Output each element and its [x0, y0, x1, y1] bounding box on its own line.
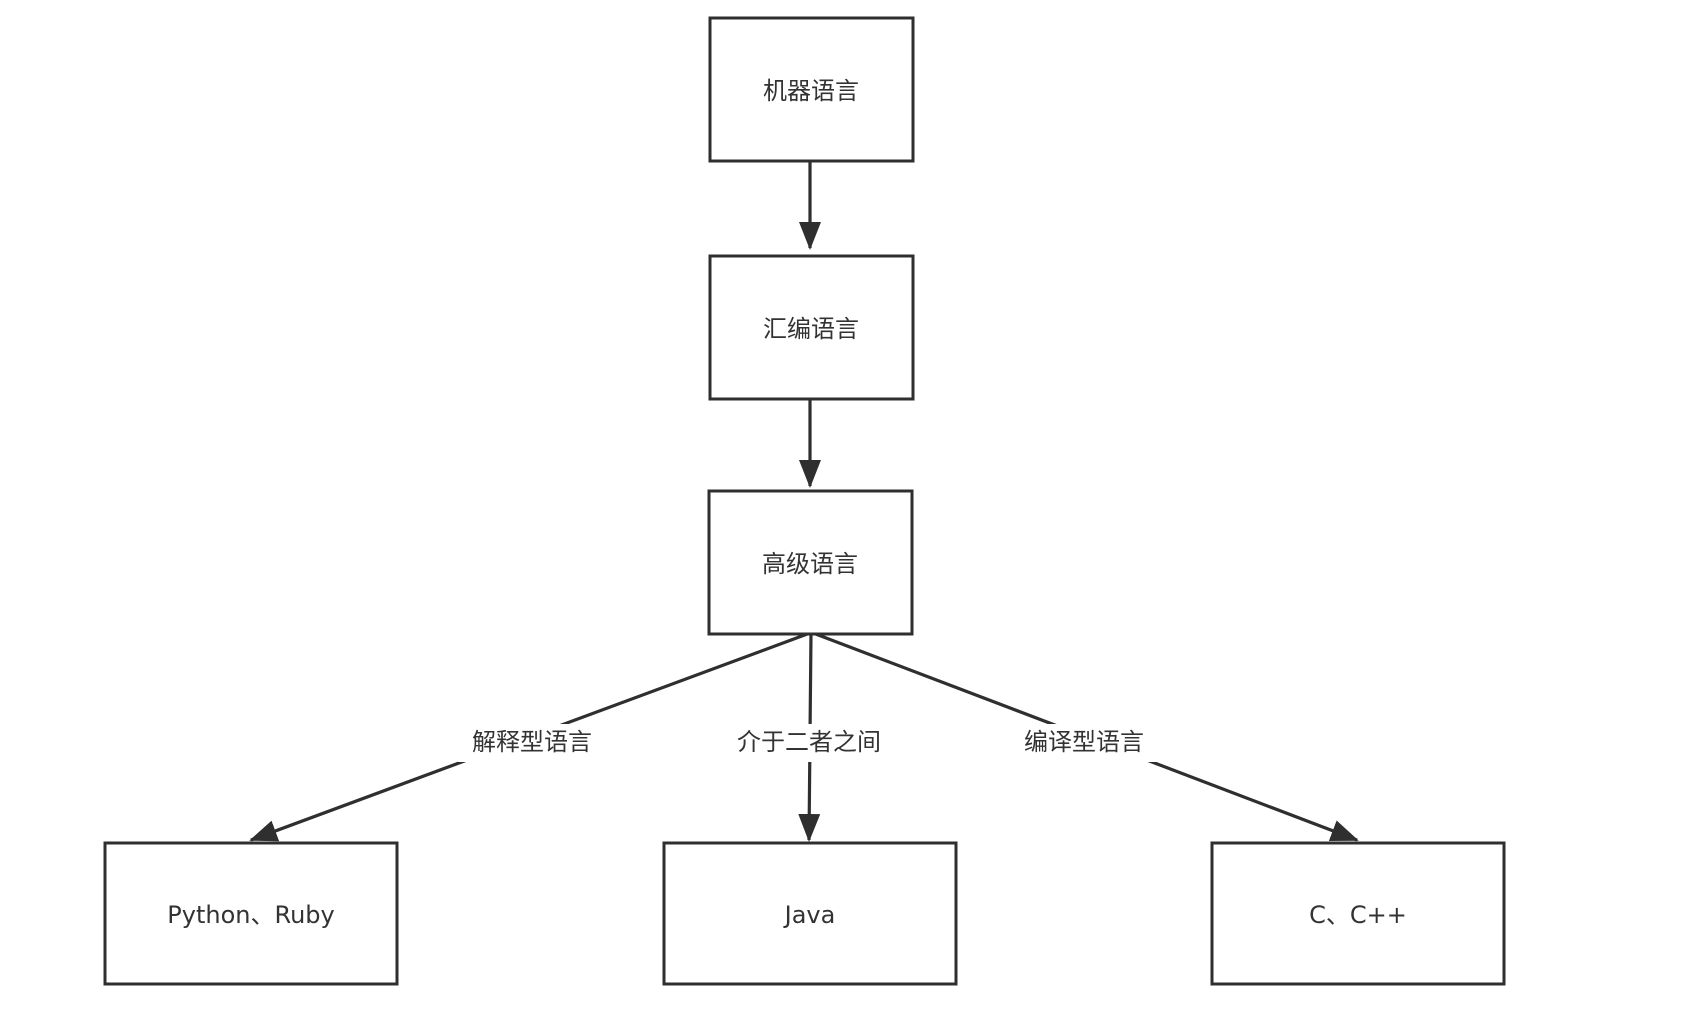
node-label-machine: 机器语言	[763, 77, 859, 105]
node-interpreted-examples: Python、Ruby	[103, 841, 399, 986]
edge-label-interpreted: 解释型语言	[472, 728, 592, 756]
edge-label-compiled: 编译型语言	[1024, 728, 1144, 756]
edge-highlevel-to-interpreted: 解释型语言	[249, 631, 811, 842]
node-assembly-language: 汇编语言	[708, 254, 915, 401]
node-label-java: Java	[783, 901, 836, 929]
node-compiled-examples: C、C++	[1210, 841, 1506, 986]
node-label-interpreted-examples: Python、Ruby	[167, 901, 334, 929]
node-machine-language: 机器语言	[708, 16, 915, 163]
edge-label-java: 介于二者之间	[737, 728, 881, 756]
node-high-level-language: 高级语言	[707, 489, 914, 636]
edge-highlevel-to-java: 介于二者之间	[724, 632, 894, 842]
node-label-highlevel: 高级语言	[762, 550, 858, 578]
node-label-compiled-examples: C、C++	[1309, 901, 1407, 929]
node-java: Java	[662, 841, 958, 986]
node-label-assembly: 汇编语言	[763, 315, 859, 343]
edge-highlevel-to-compiled: 编译型语言	[812, 631, 1359, 842]
